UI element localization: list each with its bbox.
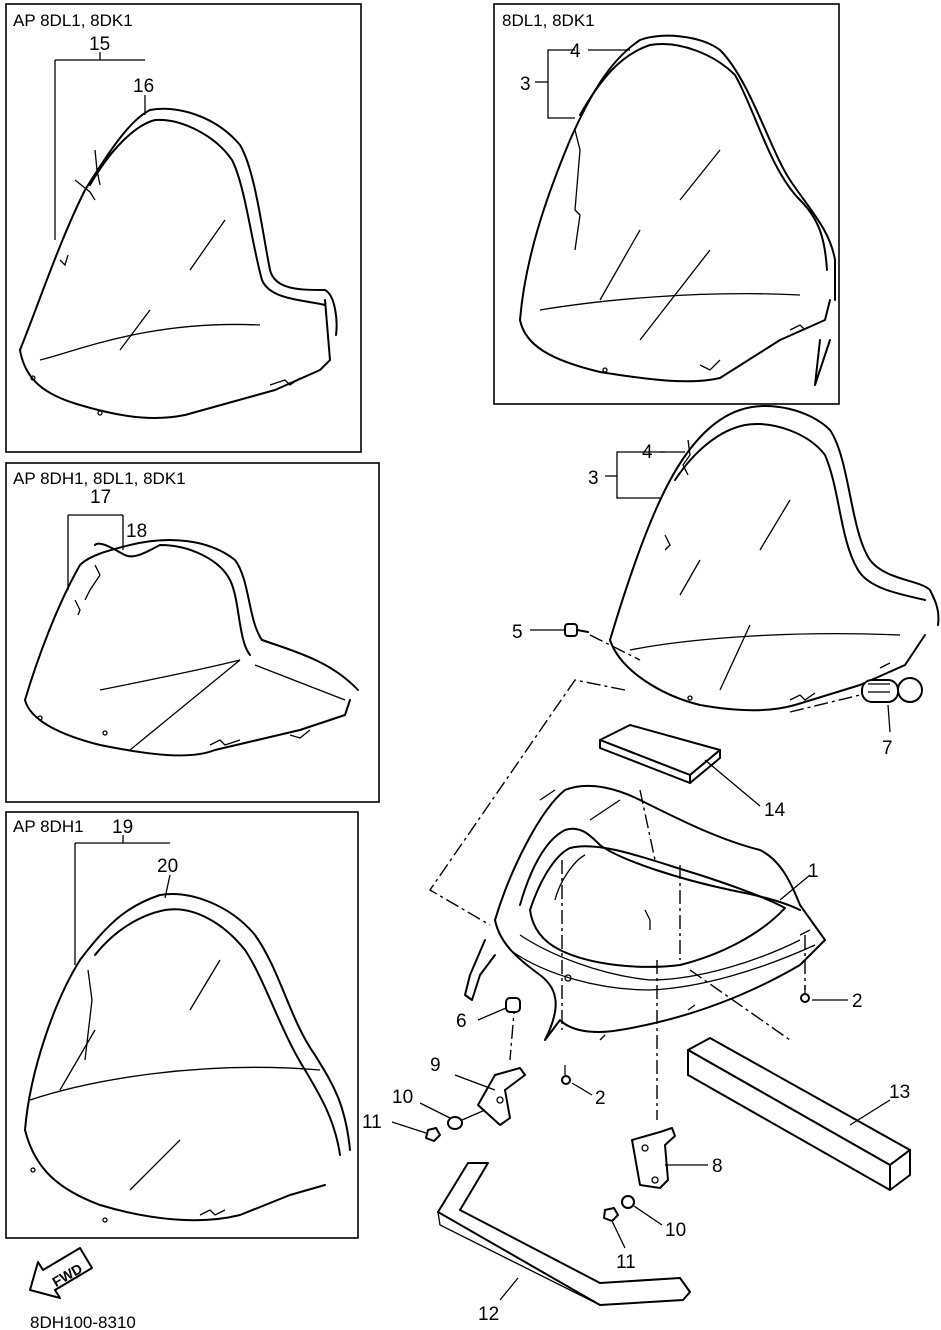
diagram-code: 8DH100-8310: [30, 1313, 136, 1330]
bracket-3-main: [616, 451, 665, 499]
bracket-8: [631, 1127, 708, 1189]
panel-top-right: [493, 3, 840, 405]
callout-9: 9: [430, 1055, 441, 1076]
windshield-short-middle-left: [24, 539, 359, 757]
screw-5: [530, 623, 589, 637]
callout-17: 17: [90, 487, 111, 508]
nut-11-right: [603, 1207, 626, 1249]
assembly-line-13: [689, 969, 791, 1041]
callout-13: 13: [889, 1082, 910, 1103]
windshield-top-right: [519, 34, 836, 386]
leader-20: [164, 874, 171, 899]
panel-title-top-right: 8DL1, 8DK1: [502, 11, 595, 30]
leader-1: [779, 874, 811, 901]
block-13: [687, 1037, 911, 1191]
bracket-3-top: [547, 49, 575, 119]
callout-14: 14: [764, 800, 786, 821]
callout-10-left: 10: [392, 1087, 413, 1108]
callout-16: 16: [133, 76, 154, 97]
windshield-main: [609, 405, 940, 712]
assembly-line-14: [639, 789, 656, 861]
callout-20: 20: [157, 856, 178, 877]
windshield-bottom-left: [24, 893, 351, 1223]
callout-2-right: 2: [852, 991, 863, 1012]
windshield-tall-top-left: [19, 107, 338, 419]
callout-7: 7: [882, 738, 893, 759]
pad-14: [599, 724, 721, 784]
panel-title-top-left: AP 8DL1, 8DK1: [13, 11, 133, 30]
fwd-arrow-icon: FWD: [29, 1247, 93, 1299]
washer-10-right: [621, 1195, 663, 1226]
panel-title-bottom-left: AP 8DH1: [13, 817, 84, 836]
callout-4-main: 4: [642, 442, 653, 463]
callout-15: 15: [89, 34, 110, 55]
callout-4-top: 4: [570, 41, 581, 62]
callout-18: 18: [126, 521, 147, 542]
nut-11-left: [391, 1121, 441, 1142]
washer-10-left: [419, 1102, 486, 1130]
callout-3-main: 3: [588, 468, 599, 489]
callout-2-lower: 2: [595, 1088, 606, 1109]
assembly-envelope: [428, 679, 626, 926]
callout-1: 1: [808, 861, 819, 882]
callout-10-right: 10: [665, 1220, 686, 1241]
callout-11-left: 11: [362, 1112, 382, 1133]
grommet-7: [861, 677, 923, 733]
callout-19: 19: [112, 817, 133, 838]
bracket-9: [454, 1067, 526, 1126]
assembly-line-7: [789, 694, 861, 713]
frame-12: [437, 1162, 691, 1306]
callout-12: 12: [478, 1304, 499, 1325]
assembly-line-5: [589, 634, 641, 661]
callout-11-right: 11: [616, 1252, 636, 1273]
callout-3-top: 3: [520, 74, 531, 95]
callout-8: 8: [712, 1156, 723, 1177]
panel-top-left: [5, 3, 362, 453]
leader-14: [704, 759, 761, 807]
panel-middle-left: [5, 462, 380, 803]
screw-2-right: [800, 985, 848, 1003]
screw-2-lower: [561, 1065, 593, 1096]
cowling-1: [464, 784, 826, 1041]
callout-5: 5: [512, 622, 523, 643]
panel-title-middle-left: AP 8DH1, 8DL1, 8DK1: [13, 469, 186, 488]
bolt-6: [477, 997, 521, 1021]
panel-bottom-left: [5, 811, 359, 1239]
callout-6: 6: [456, 1011, 467, 1032]
